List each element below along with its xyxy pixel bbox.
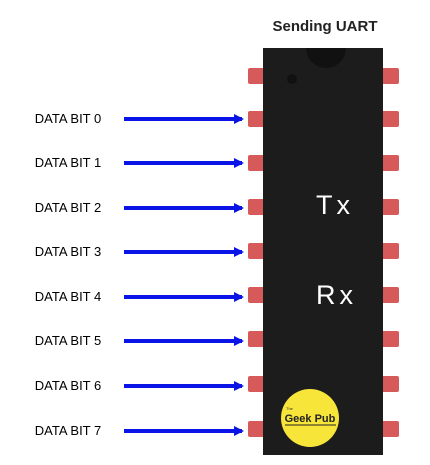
logo-small-text: The <box>286 406 293 411</box>
data-bit-3-label: DATA BIT 3 <box>34 244 102 259</box>
data-bit-2-label: DATA BIT 2 <box>34 200 102 215</box>
geek-pub-logo <box>281 389 339 447</box>
rx-label: Rx <box>316 280 357 310</box>
data-bit-7-label: DATA BIT 7 <box>34 423 102 438</box>
data-arrows <box>124 114 244 436</box>
tx-label: Tx <box>316 190 354 220</box>
chip-dot <box>287 74 297 84</box>
chip-notch <box>306 48 346 68</box>
data-bit-1-label: DATA BIT 1 <box>34 155 102 170</box>
diagram-title: Sending UART <box>272 18 378 35</box>
data-bit-5-label: DATA BIT 5 <box>34 333 102 348</box>
data-bit-6-label: DATA BIT 6 <box>34 378 102 393</box>
logo-text: Geek Pub <box>284 413 336 425</box>
chip-body <box>263 48 383 455</box>
data-bit-4-label: DATA BIT 4 <box>34 289 102 304</box>
data-bit-0-label: DATA BIT 0 <box>34 111 102 126</box>
